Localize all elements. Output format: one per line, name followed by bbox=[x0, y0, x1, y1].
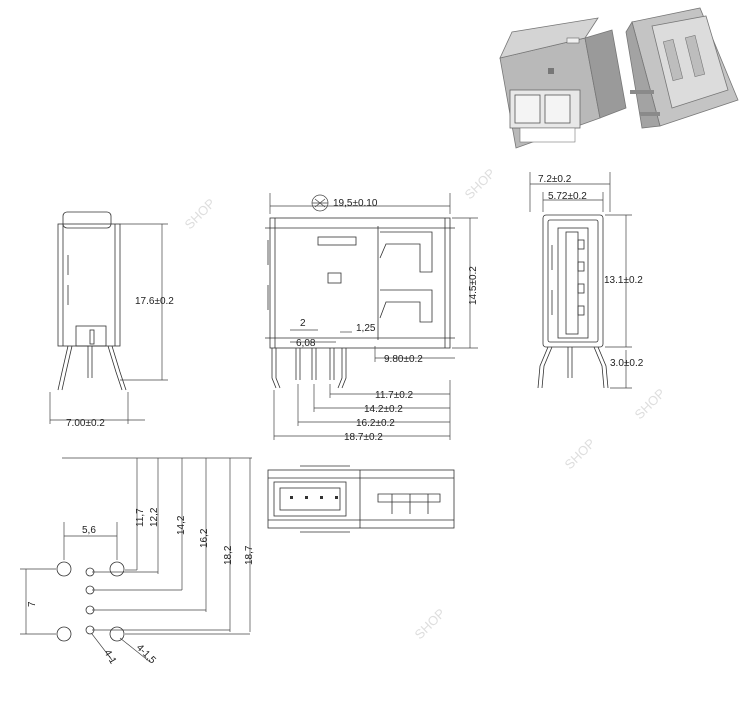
side-right-width-outer: 7.2±0.2 bbox=[538, 174, 572, 185]
side-right-width-inner: 5.72±0.2 bbox=[548, 191, 587, 202]
pin-hole bbox=[85, 625, 95, 635]
connector-photo-right bbox=[625, 7, 739, 129]
watermark-text: SHOP bbox=[632, 385, 669, 422]
mount-hole bbox=[109, 626, 125, 642]
watermark-text: SHOP bbox=[462, 165, 499, 202]
watermark-text: SHOP bbox=[562, 435, 599, 472]
fp-dim-142: 14,2 bbox=[176, 515, 187, 535]
side-left-height-label: 17.6±0.2 bbox=[135, 296, 174, 307]
front-view: 19,5±0.10 14.5±0.2 2 1,25 6,08 9.80±0.2 … bbox=[265, 193, 479, 443]
top-view bbox=[267, 465, 455, 533]
diamond-mark-icon bbox=[311, 194, 329, 212]
side-right-pin-label: 3.0±0.2 bbox=[610, 358, 644, 369]
fp-dim-56: 5,6 bbox=[82, 525, 96, 536]
watermark-layer: SHOP SHOP SHOP SHOP SHOP bbox=[182, 165, 669, 642]
fp-dim-187: 18,7 bbox=[244, 545, 255, 565]
front-dim-162: 16.2±0.2 bbox=[356, 418, 395, 429]
pin-hole bbox=[85, 585, 95, 595]
product-photo bbox=[499, 7, 739, 149]
front-dim-980: 9.80±0.2 bbox=[384, 354, 423, 365]
fp-dim-122: 12,2 bbox=[149, 507, 160, 527]
mount-hole bbox=[109, 561, 125, 577]
fp-dim-117: 11,7 bbox=[135, 508, 146, 527]
watermark-text: SHOP bbox=[412, 605, 449, 642]
fp-dim-162: 16,2 bbox=[199, 528, 210, 548]
fp-dim-7: 7 bbox=[27, 601, 38, 607]
mount-hole bbox=[56, 626, 72, 642]
front-dim-125: 1,25 bbox=[356, 323, 376, 334]
pcb-footprint: 11,7 12,2 14,2 16,2 18,2 18,7 5,6 7 4- bbox=[20, 457, 255, 667]
front-dim-117: 11.7±0.2 bbox=[375, 390, 414, 401]
connector-photo-left bbox=[499, 17, 627, 149]
front-height-label: 14.5±0.2 bbox=[468, 266, 479, 305]
fp-dim-182: 18,2 bbox=[223, 545, 234, 565]
pin-hole bbox=[85, 567, 95, 577]
side-view-right: 7.2±0.2 5.72±0.2 13.1±0.2 3.0±0.2 bbox=[529, 172, 644, 389]
side-view-left: 17.6±0.2 7.00±0.2 bbox=[49, 211, 174, 429]
side-left-width-label: 7.00±0.2 bbox=[66, 418, 105, 429]
front-dim-2: 2 bbox=[300, 318, 306, 329]
fp-hole-small: 4-1 bbox=[101, 648, 118, 666]
front-dim-608: 6,08 bbox=[296, 338, 316, 349]
front-dim-187: 18.7±0.2 bbox=[344, 432, 383, 443]
mount-hole bbox=[56, 561, 72, 577]
pin-hole bbox=[85, 605, 95, 615]
fp-hole-large: 4-1,5 bbox=[134, 642, 158, 666]
side-right-height-label: 13.1±0.2 bbox=[604, 275, 643, 286]
front-dim-142: 14.2±0.2 bbox=[364, 404, 403, 415]
front-width-label: 19,5±0.10 bbox=[333, 198, 378, 209]
watermark-text: SHOP bbox=[182, 195, 219, 232]
